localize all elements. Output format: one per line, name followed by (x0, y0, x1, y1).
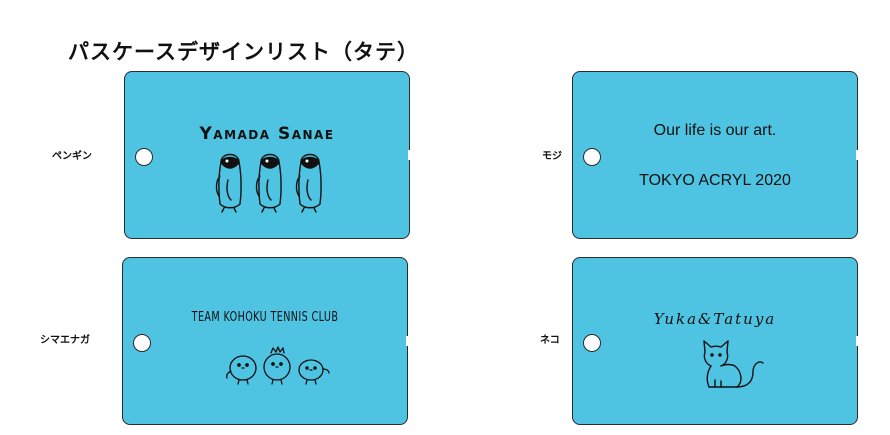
card-label-moji: モジ (542, 151, 562, 162)
strap-hole (135, 148, 153, 166)
card-notch (856, 150, 859, 160)
card-notch (856, 336, 859, 346)
card-notch (408, 150, 411, 160)
card-name-text: Yamada Sanae (199, 124, 335, 144)
card-names-text: Yuka&Tatuya (653, 310, 777, 328)
pass-case-card-penguin: Yamada Sanae (124, 71, 411, 239)
strap-hole (583, 334, 601, 352)
card-team-text: TEAM KOHOKU TENNIS CLUB (191, 310, 339, 325)
strap-hole (583, 148, 601, 166)
card-caption-text: TOKYO ACRYL 2020 (639, 172, 791, 189)
pass-case-card-neko: Yuka&Tatuya (572, 257, 859, 425)
penguins-icon (215, 153, 322, 213)
long-tailed-tits-icon (225, 346, 330, 385)
card-label-shimaenaga: シマエナガ (40, 335, 90, 346)
pass-case-card-shimaenaga: TEAM KOHOKU TENNIS CLUB (122, 257, 409, 425)
card-notch (406, 336, 409, 346)
pass-case-card-moji: Our life is our art. TOKYO ACRYL 2020 (572, 71, 859, 239)
card-quote-text: Our life is our art. (653, 122, 777, 139)
strap-hole (133, 334, 151, 352)
card-label-penguin: ペンギン (52, 151, 92, 162)
card-label-neko: ネコ (540, 335, 560, 346)
page-title: パスケースデザインリスト（タテ） (68, 40, 419, 64)
cat-icon (703, 340, 764, 388)
